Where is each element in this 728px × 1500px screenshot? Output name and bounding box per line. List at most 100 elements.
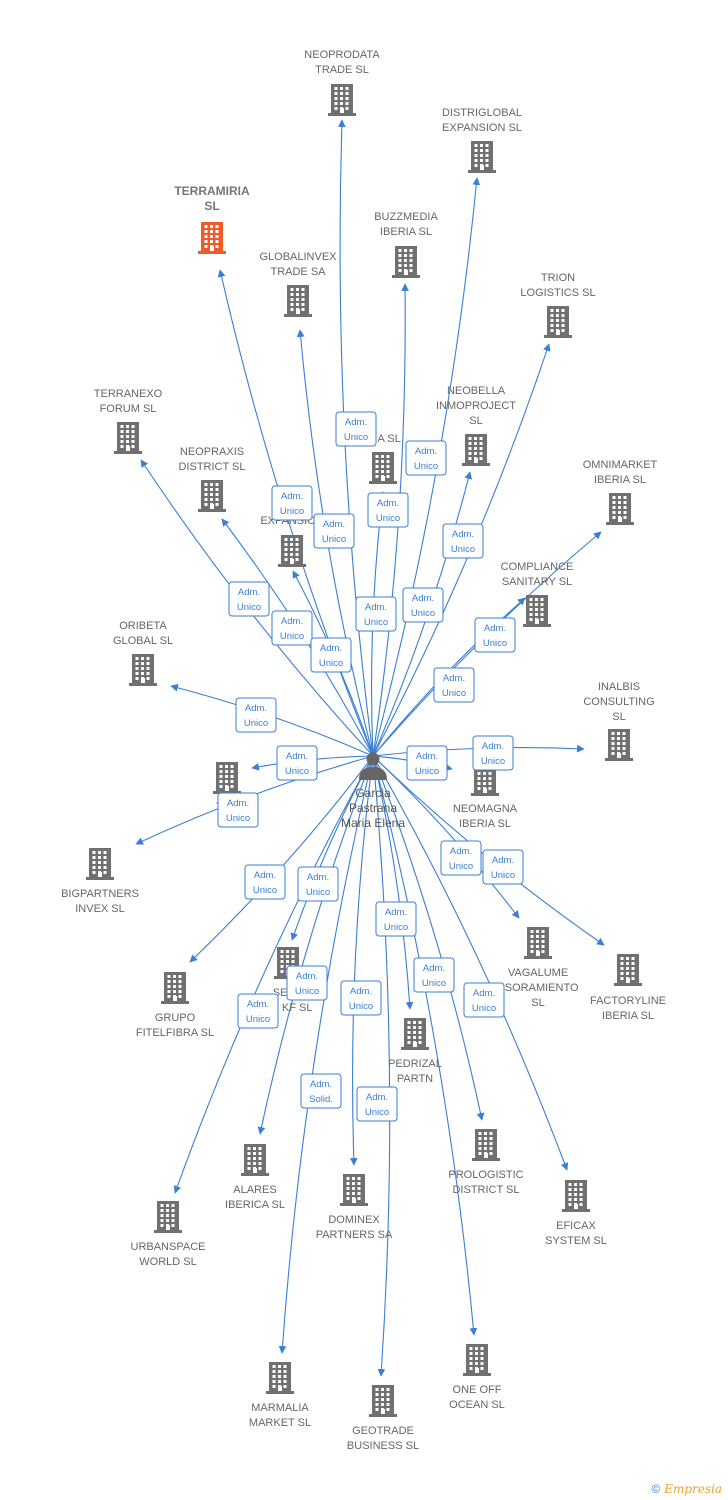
- role-label: Adm.: [484, 623, 506, 634]
- company-label: WORLD SL: [139, 1256, 196, 1268]
- edge-urbanspace: [173, 755, 374, 1194]
- company-label: INMOPROJECT: [436, 400, 516, 412]
- role-badge[interactable]: Adm.Unico: [286, 965, 328, 1001]
- role-badge[interactable]: Adm.Unico: [271, 485, 313, 521]
- role-badge[interactable]: Adm.Unico: [402, 587, 444, 623]
- role-label: Adm.: [345, 417, 367, 428]
- company-label: FITELFIBRA SL: [136, 1027, 214, 1039]
- company-label: SANITARY SL: [502, 576, 572, 588]
- company-label: NEOBELLA: [447, 385, 506, 397]
- role-badge[interactable]: Adm.Unico: [474, 617, 516, 653]
- company-label: NEOPRAXIS: [180, 446, 244, 458]
- role-badge[interactable]: Adm. Unico: [442, 523, 484, 559]
- role-badge[interactable]: Adm.Unico: [297, 866, 339, 902]
- role-badge[interactable]: Adm.Unico: [310, 637, 352, 673]
- company-label: MARMALIA: [251, 1402, 309, 1414]
- role-label: Unico: [237, 602, 261, 613]
- role-label: Unico: [491, 870, 515, 881]
- building-icon: [213, 762, 241, 794]
- role-badge[interactable]: Adm.Unico: [237, 993, 279, 1029]
- role-badge[interactable]: Adm.Unico: [356, 1086, 398, 1122]
- role-badge[interactable]: Adm.Unico: [355, 596, 397, 632]
- role-badge[interactable]: Adm.Solid.: [300, 1073, 342, 1109]
- role-badge[interactable]: Adm.Unico: [228, 581, 270, 617]
- role-badge[interactable]: Adm.Unico: [313, 513, 355, 549]
- role-badge[interactable]: Adm.Unico: [271, 610, 313, 646]
- building-icon: [241, 1144, 269, 1176]
- building-icon: [328, 84, 356, 116]
- role-label: Unico: [285, 766, 309, 777]
- role-label: Unico: [451, 544, 475, 555]
- role-label: Unico: [422, 978, 446, 989]
- role-badge[interactable]: Adm.Unico: [482, 849, 524, 885]
- building-icon: [154, 1201, 182, 1233]
- role-badge[interactable]: Adm.Unico: [335, 411, 377, 447]
- role-badge[interactable]: Adm.Unico: [413, 957, 455, 993]
- role-badge[interactable]: Adm.Unico: [276, 745, 318, 781]
- edge-dominex: [349, 755, 374, 1166]
- role-label: Unico: [365, 1107, 389, 1118]
- company-label: OMNIMARKET: [583, 459, 658, 471]
- role-badge[interactable]: Adm.Unico: [367, 492, 409, 528]
- person-name-line: Maria Elena: [341, 816, 405, 830]
- edge-eficax: [372, 755, 569, 1171]
- brand-logo: Empresia: [664, 1482, 722, 1496]
- role-badge[interactable]: Adm.Unico: [433, 667, 475, 703]
- building-icon: [284, 285, 312, 317]
- role-badge[interactable]: Adm.Unico: [244, 864, 286, 900]
- company-label: PARTNERS SA: [316, 1229, 393, 1241]
- person-icon: [359, 752, 387, 780]
- role-label: Adm.: [452, 529, 474, 540]
- role-badge[interactable]: Adm.Unico: [235, 697, 277, 733]
- building-icon: [462, 434, 490, 466]
- role-badge[interactable]: Adm.Unico: [406, 745, 448, 781]
- company-label: OCEAN SL: [449, 1399, 505, 1411]
- role-badge[interactable]: Adm.Unico: [472, 735, 514, 771]
- role-badge[interactable]: Adm.Unico: [375, 901, 417, 937]
- role-label: Adm.: [412, 593, 434, 604]
- edges-layer: [135, 119, 605, 1377]
- role-label: Unico: [244, 718, 268, 729]
- role-label: Unico: [472, 1003, 496, 1014]
- role-badge[interactable]: Adm.Unico: [463, 982, 505, 1018]
- building-icon: [340, 1174, 368, 1206]
- role-badge[interactable]: Adm.Unico: [217, 792, 259, 828]
- role-label: Unico: [280, 506, 304, 517]
- role-badge[interactable]: Adm.Unico: [440, 840, 482, 876]
- role-badge[interactable]: Adm.Unico: [405, 440, 447, 476]
- company-label: SL: [204, 199, 219, 213]
- company-label: PROLOGISTIC: [448, 1169, 523, 1181]
- company-label: ORIBETA: [119, 620, 167, 632]
- building-icon: [392, 246, 420, 278]
- role-badge[interactable]: Adm.Unico: [340, 980, 382, 1016]
- role-label: Adm.: [377, 498, 399, 509]
